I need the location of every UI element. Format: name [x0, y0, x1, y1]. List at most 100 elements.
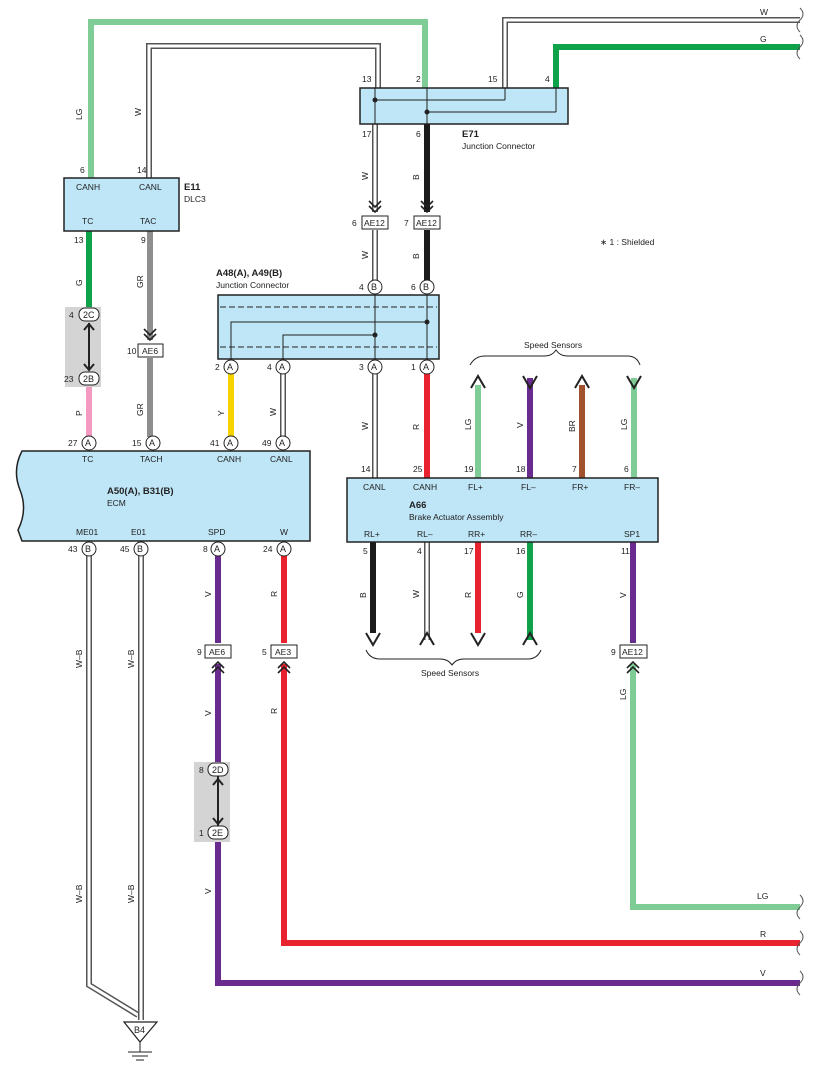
ecm-pin-tach: TACH [140, 454, 163, 464]
speed-sensors-bottom: Speed Sensors [365, 631, 542, 678]
pin-name-tac: TAC [140, 216, 156, 226]
pin-2d-8: 8 [199, 765, 204, 775]
pin-a66-18: 18 [516, 464, 526, 474]
a48-a49-junction-connector: A48(A), A49(B) Junction Connector B B 4 … [215, 268, 440, 375]
ae12-connector-sp1: AE12 9 [611, 644, 648, 674]
pin-e71-13: 13 [362, 74, 372, 84]
label-fl-lg: LG [463, 419, 473, 430]
pin-a48-2: 2 [215, 362, 220, 372]
wires [86, 17, 800, 1020]
conn-2e: 2E [212, 828, 223, 838]
e71-name: Junction Connector [462, 141, 535, 151]
a48-code: A48(A), A49(B) [216, 268, 282, 279]
pin-ae6-9: 9 [197, 647, 202, 657]
shielded-note: ∗ 1 : Shielded [600, 237, 655, 247]
a66-pin-frm: FR– [624, 482, 640, 492]
a66-name: Brake Actuator Assembly [409, 512, 504, 522]
ae6-label-1: AE6 [142, 346, 158, 356]
wire-wb-me01 [86, 556, 140, 1018]
label-w-left: W [133, 108, 143, 116]
a66-pin-sp1: SP1 [624, 529, 640, 539]
conn-2c: 2C [83, 310, 95, 320]
wire-v-spd-3 [215, 840, 800, 986]
a66-pin-canh: CANH [413, 482, 437, 492]
a66-pin-canl: CANL [363, 482, 386, 492]
pin-e11-6: 6 [80, 165, 85, 175]
pin-name-tc: TC [82, 216, 93, 226]
e11-dlc3: CANH CANL TC TAC 6 14 13 9 E11 DLC3 [63, 165, 206, 245]
ecm-conn-a6: A [280, 544, 286, 554]
label-w-r: R [269, 591, 279, 597]
pin-2c-4: 4 [69, 310, 74, 320]
ecm-conn-a2: A [149, 438, 155, 448]
ae12-label-2: AE12 [416, 218, 437, 228]
pin-2b-23: 23 [64, 374, 74, 384]
splice-2c-2b: 2C 2B 4 23 [64, 307, 101, 387]
label-rl-w: W [411, 590, 421, 598]
pin-a48-6: 6 [411, 282, 416, 292]
ecm-conn-a1: A [85, 438, 91, 448]
label-fr-br: BR [567, 420, 577, 432]
pin-a66-17: 17 [464, 546, 474, 556]
label-me01-wb: W–B [74, 649, 84, 668]
e11-code: E11 [184, 182, 201, 193]
wire-r-w-2 [281, 664, 800, 946]
pin-name-canh: CANH [76, 182, 100, 192]
pin-ecm-41: 41 [210, 438, 220, 448]
a66-pin-flp: FL+ [468, 482, 483, 492]
pin-a48-4: 4 [359, 282, 364, 292]
a48-bot-conn-a3: A [371, 362, 377, 372]
ae6-ae3-connectors: AE6 9 AE3 5 [197, 644, 298, 674]
label-r-right: R [760, 929, 766, 939]
pin-a66-19: 19 [464, 464, 474, 474]
wire-w-canl-e11 [146, 43, 381, 178]
ground-code: B4 [134, 1025, 145, 1035]
pin-ae3-5: 5 [262, 647, 267, 657]
a66-pin-rrm: RR– [520, 529, 537, 539]
speed-sensors-top-label: Speed Sensors [524, 340, 582, 350]
conn-2d: 2D [212, 765, 224, 775]
ae3-label: AE3 [275, 647, 291, 657]
label-a66-w: W [360, 422, 370, 430]
ecm-pin-me01: ME01 [76, 527, 98, 537]
a48-bot-conn-a2: A [279, 362, 285, 372]
label-spd-v: V [203, 591, 213, 597]
label-w-r2: R [269, 708, 279, 714]
pin-ae12-6: 6 [352, 218, 357, 228]
pin-ecm-43: 43 [68, 544, 78, 554]
label-spd-v3: V [203, 888, 213, 894]
pin-a66-11: 11 [621, 546, 630, 556]
pin-a66-7: 7 [572, 464, 577, 474]
ecm-pin-w: W [280, 527, 288, 537]
speed-sensors-bottom-label: Speed Sensors [421, 668, 479, 678]
pin-ae6-10: 10 [127, 346, 137, 356]
pin-e71-17: 17 [362, 129, 372, 139]
pin-e71-4: 4 [545, 74, 550, 84]
ecm-pin-e01: E01 [131, 527, 146, 537]
a48-bot-conn-a4: A [423, 362, 429, 372]
speed-sensors-top: Speed Sensors [469, 340, 642, 390]
label-sp1-lg: LG [618, 689, 628, 700]
pin-e71-15: 15 [488, 74, 498, 84]
pin-e11-9: 9 [141, 235, 146, 245]
ecm-pin-canh: CANH [217, 454, 241, 464]
ecm-conn-a5: A [214, 544, 220, 554]
pin-e71-2: 2 [416, 74, 421, 84]
label-a66-r: R [411, 424, 421, 430]
pin-ecm-49: 49 [262, 438, 272, 448]
label-lg-right: LG [757, 891, 768, 901]
ecm-conn-a3: A [227, 438, 233, 448]
label-w-top: W [760, 7, 768, 17]
label-e01-wb: W–B [126, 649, 136, 668]
ae6-connector-tac: AE6 10 [127, 328, 164, 358]
pin-a48-3: 3 [359, 362, 364, 372]
label-me01-wb2: W–B [74, 884, 84, 903]
label-sp1-v: V [618, 592, 628, 598]
label-e71-w: W [360, 172, 370, 180]
pin-2e-1: 1 [199, 828, 204, 838]
ecm-code: A50(A), B31(B) [107, 486, 174, 497]
pin-ecm-27: 27 [68, 438, 78, 448]
label-rr-g: G [515, 591, 525, 598]
ae12-label-1: AE12 [364, 218, 385, 228]
